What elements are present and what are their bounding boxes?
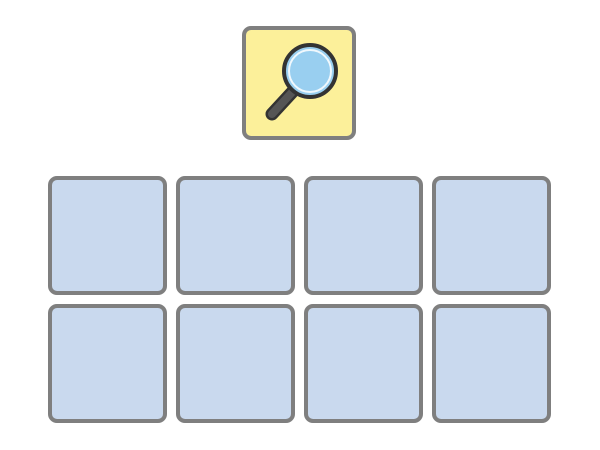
magnifying-glass-icon bbox=[265, 43, 338, 121]
memory-card[interactable] bbox=[304, 304, 423, 423]
target-card[interactable] bbox=[242, 26, 356, 140]
memory-card[interactable] bbox=[432, 304, 551, 423]
memory-card[interactable] bbox=[432, 176, 551, 295]
memory-card[interactable] bbox=[48, 176, 167, 295]
card-grid bbox=[48, 176, 551, 423]
memory-card[interactable] bbox=[304, 176, 423, 295]
magnifier-lens bbox=[282, 43, 338, 99]
memory-card[interactable] bbox=[176, 304, 295, 423]
memory-card[interactable] bbox=[176, 176, 295, 295]
memory-card[interactable] bbox=[48, 304, 167, 423]
